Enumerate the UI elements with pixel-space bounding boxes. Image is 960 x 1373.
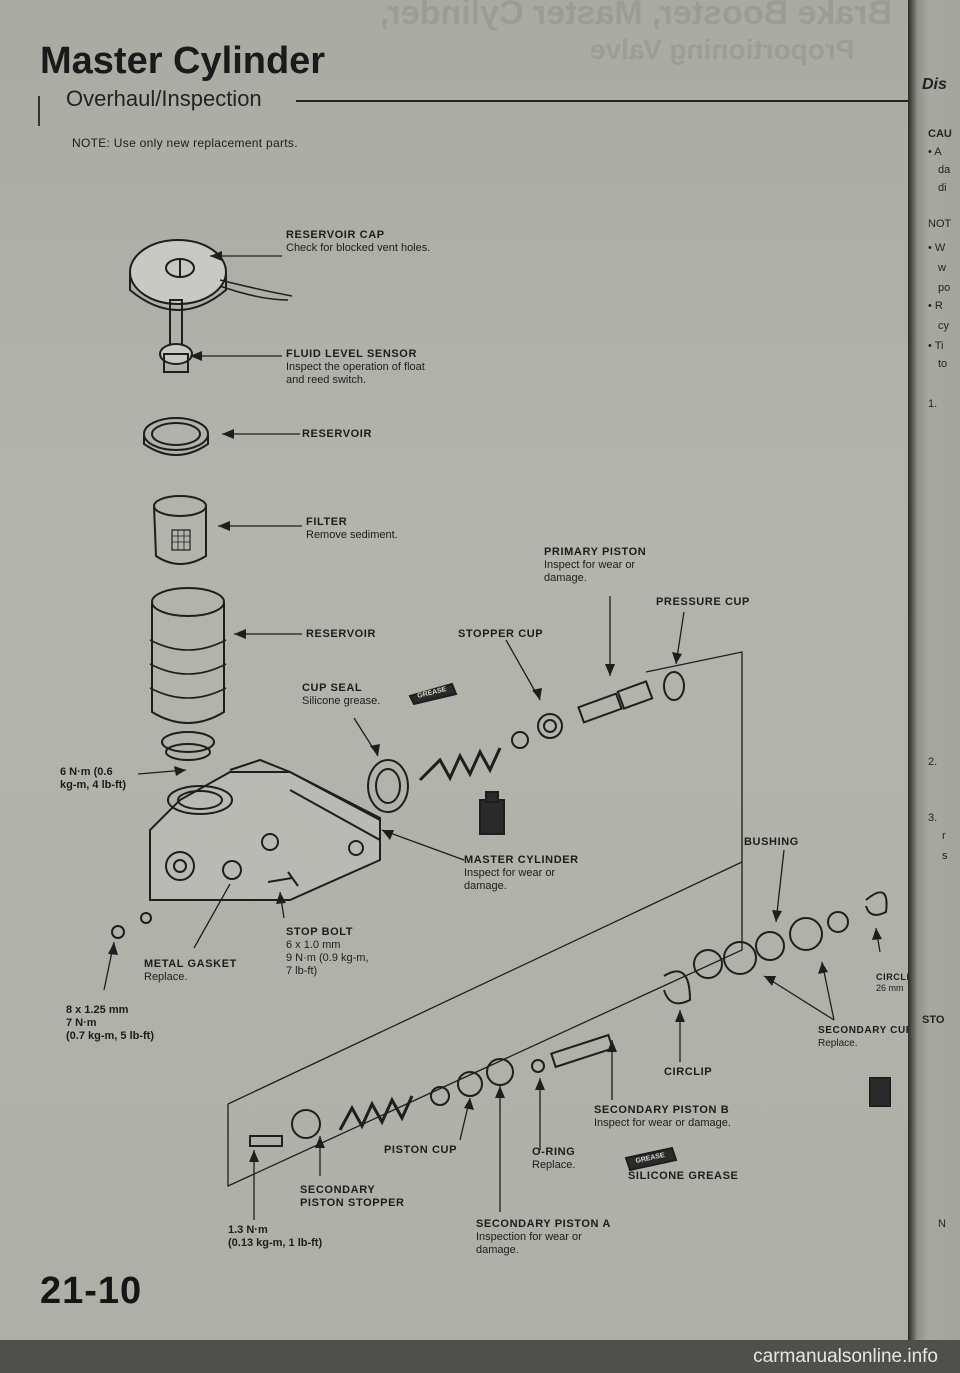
- filter-part: [153, 495, 207, 565]
- adjacent-sto: STO: [922, 1014, 945, 1026]
- adjacent-bullet-2-line-3: po: [938, 282, 951, 294]
- label-secondary-cup: SECONDARY CUP Replace.: [818, 1025, 908, 1049]
- label-master-cylinder: MASTER CYLINDER Inspect for wear or dama…: [464, 854, 579, 892]
- adjacent-step-3: 3.: [928, 812, 938, 824]
- adjacent-n: N: [938, 1218, 946, 1230]
- label-cup-seal: CUP SEAL Silicone grease.: [302, 682, 381, 707]
- exploded-diagram: GREASE GREASE: [103, 239, 891, 1220]
- label-pressure-cup: PRESSURE CUP: [656, 596, 750, 608]
- adjacent-step-3-line-2: r: [942, 830, 946, 842]
- label-stop-bolt: STOP BOLT 6 x 1.0 mm 9 N·m (0.9 kg-m, 7 …: [286, 926, 369, 977]
- label-circlip: CIRCLIP: [664, 1066, 713, 1078]
- page-subtitle: Overhaul/Inspection: [66, 86, 262, 111]
- adjacent-page-edge: Dis CAU • A da di NOT • W w po • R cy • …: [908, 0, 960, 1373]
- label-piston-cup: PISTON CUP: [384, 1144, 458, 1156]
- reservoir-cap-part: [129, 239, 293, 373]
- adjacent-bullet-3: • R: [928, 300, 943, 312]
- label-filter: FILTER Remove sediment.: [306, 516, 398, 541]
- adjacent-bullet-1: • A: [928, 146, 942, 158]
- reservoir-body-part: [149, 587, 227, 761]
- label-metal-gasket: METAL GASKET Replace.: [144, 958, 237, 983]
- adjacent-step-2: 2.: [928, 756, 938, 768]
- label-silicone-grease: SILICONE GREASE: [628, 1170, 739, 1182]
- adjacent-bullet-3-line-2: cy: [938, 320, 949, 332]
- adjacent-bullet-1-line-2: da: [938, 164, 951, 176]
- label-bushing: BUSHING: [744, 836, 799, 848]
- label-primary-piston: PRIMARY PISTON Inspect for wear or damag…: [544, 546, 647, 584]
- label-secondary-piston-stopper: SECONDARY PISTON STOPPER: [300, 1184, 405, 1209]
- label-reservoir-cap: RESERVOIR CAP Check for blocked vent hol…: [286, 229, 431, 254]
- adjacent-bullet-2: • W: [928, 242, 946, 254]
- adjacent-step-1: 1.: [928, 398, 938, 410]
- adjacent-caution: CAU: [928, 128, 952, 140]
- adjacent-heading: Dis: [922, 76, 947, 93]
- label-fluid-level-sensor: FLUID LEVEL SENSOR Inspect the operation…: [286, 348, 425, 386]
- page-number: 21-10: [40, 1270, 143, 1312]
- label-secondary-piston-a: SECONDARY PISTON A Inspection for wear o…: [476, 1218, 611, 1256]
- adjacent-note: NOT: [928, 218, 952, 230]
- label-reservoir-1: RESERVOIR: [302, 428, 372, 440]
- reservoir-ring-part: [143, 417, 209, 456]
- label-torque-13nm: 1.3 N·m (0.13 kg-m, 1 lb-ft): [228, 1224, 323, 1249]
- adjacent-bullet-4-line-2: to: [938, 358, 948, 370]
- watermark: carmanualsonline.info: [753, 1346, 938, 1367]
- adjacent-bullet-4: • Ti: [928, 340, 944, 352]
- label-bolt-8x125: 8 x 1.25 mm 7 N·m (0.7 kg-m, 5 lb-ft): [66, 1004, 155, 1042]
- label-o-ring: O-RING Replace.: [532, 1146, 576, 1171]
- note-text: NOTE: Use only new replacement parts.: [72, 136, 298, 150]
- label-stopper-cup: STOPPER CUP: [458, 628, 544, 640]
- page-title: Master Cylinder: [40, 40, 326, 82]
- label-torque-6nm: 6 N·m (0.6 kg-m, 4 lb-ft): [60, 766, 126, 791]
- label-circlip-26: CIRCLIP 26 mm: [876, 972, 908, 993]
- adjacent-bullet-2-line-2: w: [938, 262, 946, 274]
- adjacent-step-3-line-3: s: [942, 850, 948, 862]
- manual-page: Brake Booster, Master Cylinder, Proporti…: [0, 0, 908, 1340]
- label-reservoir-2: RESERVOIR: [306, 628, 376, 640]
- header-divider: [296, 100, 908, 102]
- label-secondary-piston-b: SECONDARY PISTON B Inspect for wear or d…: [594, 1104, 731, 1129]
- adjacent-bullet-1-line-3: di: [938, 182, 947, 194]
- header-divider-left: [38, 96, 40, 126]
- bottom-band: [0, 1340, 960, 1373]
- master-cylinder-body: [149, 758, 381, 901]
